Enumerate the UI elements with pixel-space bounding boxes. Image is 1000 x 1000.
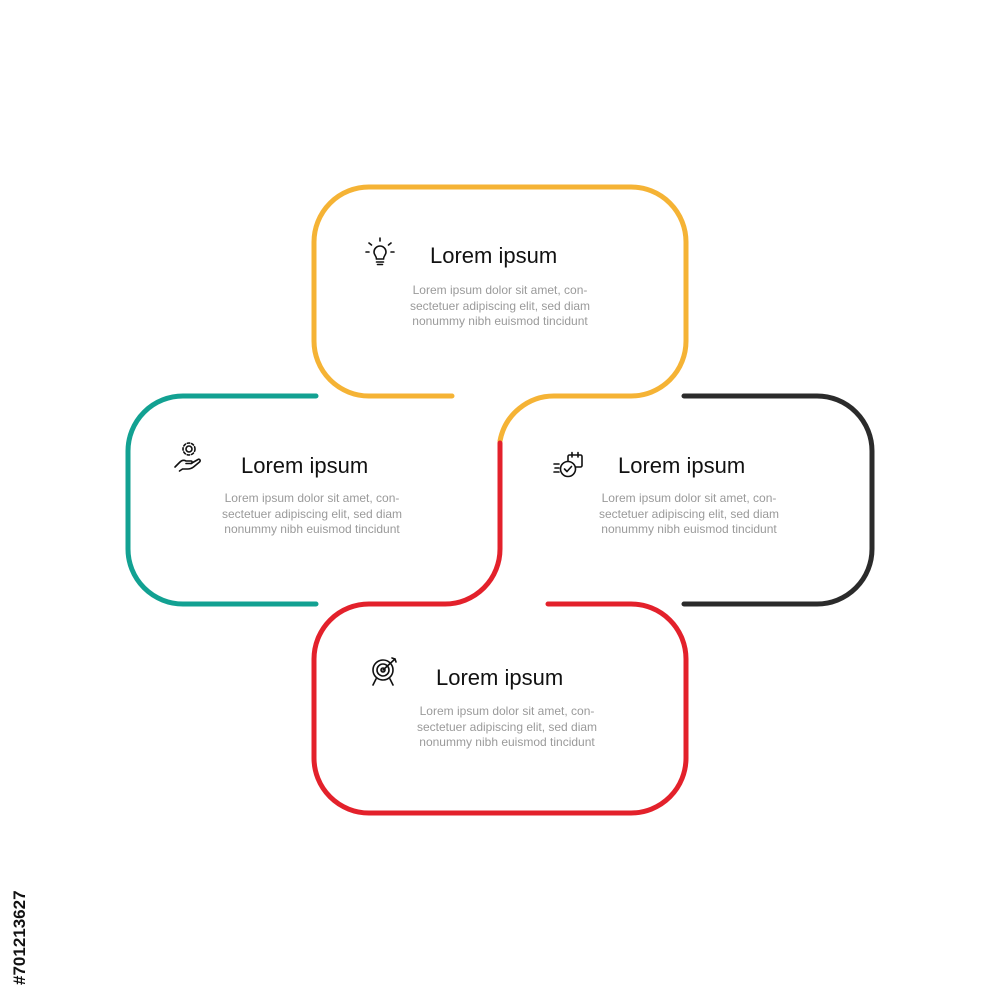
fast-calendar-icon	[553, 449, 587, 483]
top-card-outline	[311, 184, 689, 444]
top-card-title: Lorem ipsum	[430, 243, 558, 268]
right-card-outline	[681, 393, 875, 607]
top-card-description: Lorem ipsum dolor sit amet, con-sectetue…	[409, 283, 591, 328]
target-icon	[367, 655, 401, 689]
right-card-description: Lorem ipsum dolor sit amet, con-sectetue…	[598, 491, 780, 536]
right-card-title: Lorem ipsum	[618, 453, 746, 478]
left-card-title: Lorem ipsum	[241, 453, 369, 478]
left-card-description: Lorem ipsum dolor sit amet, con-sectetue…	[221, 491, 403, 536]
stock-id-watermark: #701213627	[10, 890, 29, 985]
bottom-card-outline	[311, 440, 689, 816]
hand-gear-icon	[172, 440, 206, 474]
bottom-card-title: Lorem ipsum	[436, 665, 564, 690]
left-card-outline	[125, 393, 319, 607]
lightbulb-icon	[363, 235, 397, 269]
bottom-card-description: Lorem ipsum dolor sit amet, con-sectetue…	[416, 704, 598, 749]
